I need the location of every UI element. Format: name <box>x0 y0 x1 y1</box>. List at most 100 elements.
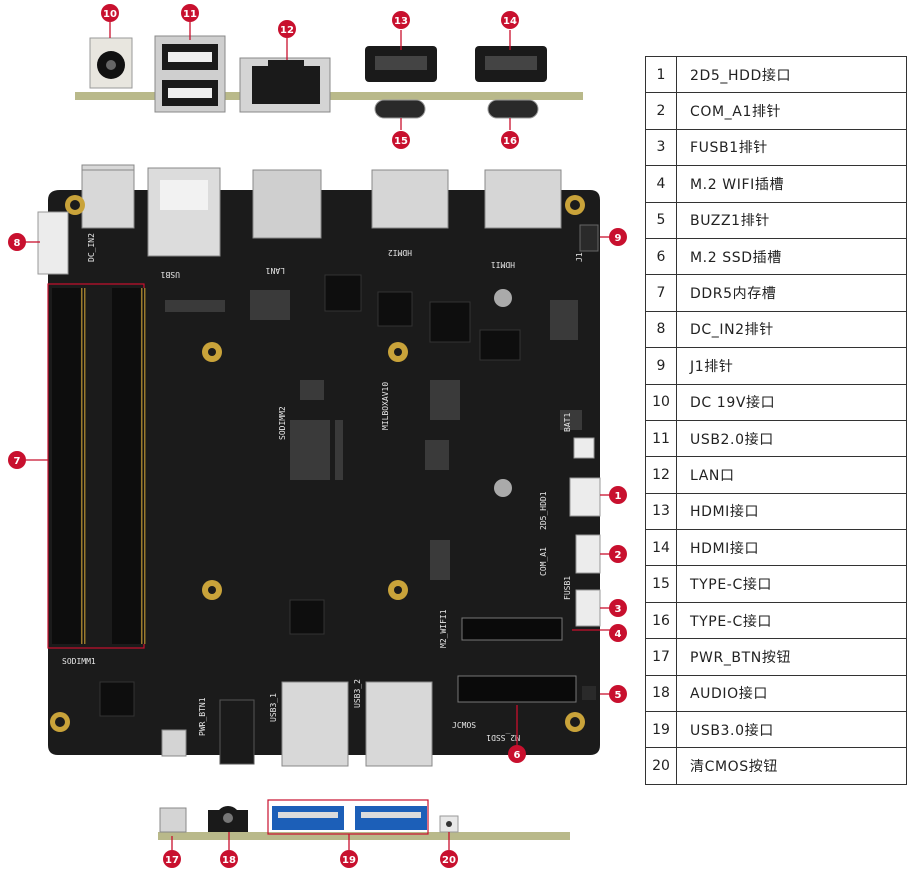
legend-num: 1 <box>645 55 677 94</box>
legend-label: TYPE-C接口 <box>676 601 907 640</box>
legend-label: TYPE-C接口 <box>676 565 907 603</box>
legend-label: 2D5_HDD接口 <box>676 55 907 94</box>
svg-text:14: 14 <box>503 16 517 27</box>
svg-text:15: 15 <box>394 136 408 147</box>
silk-com: COM_A1 <box>539 547 548 576</box>
marker-2: 2 <box>609 545 627 563</box>
svg-text:18: 18 <box>222 855 236 866</box>
silk-j1: J1 <box>575 252 584 262</box>
silk-lan: LAN1 <box>266 266 285 275</box>
silk-hdd: 2D5_HDD1 <box>539 491 548 530</box>
legend-label: BUZZ1排针 <box>676 201 907 239</box>
type-c-port-2 <box>487 99 539 119</box>
bottom-io-strip <box>158 799 570 840</box>
top-io-strip <box>75 35 583 119</box>
silk-hdmi1: HDMI1 <box>491 260 515 269</box>
legend-label: PWR_BTN按钮 <box>676 638 907 676</box>
silk-pwr: PWR_BTN1 <box>198 697 207 736</box>
svg-text:6: 6 <box>514 750 521 761</box>
legend-num: 9 <box>645 347 677 385</box>
fusb-header <box>575 589 601 627</box>
legend-num: 10 <box>645 383 677 421</box>
legend-num: 16 <box>645 601 677 640</box>
chip <box>479 329 521 361</box>
svg-text:5: 5 <box>615 690 622 701</box>
ddr5-slots <box>47 283 146 649</box>
legend-label: DC 19V接口 <box>676 383 907 421</box>
audio-jack <box>208 806 248 832</box>
legend-label: M.2 SSD插槽 <box>676 237 907 276</box>
silk-hdmi2: HDMI2 <box>388 248 412 257</box>
legend-num: 11 <box>645 419 677 458</box>
svg-text:13: 13 <box>394 16 408 27</box>
marker-9: 9 <box>609 228 627 246</box>
svg-text:3: 3 <box>615 604 622 615</box>
silk-model: MILBOXAV10 <box>381 382 390 430</box>
m2-ssd-slot <box>457 675 577 703</box>
silk-usb3-2: USB3_2 <box>353 679 362 708</box>
legend-label: HDMI接口 <box>676 529 907 567</box>
marker-13: 13 <box>392 11 410 29</box>
legend-num: 14 <box>645 529 677 567</box>
hdmi-port-2 <box>475 46 547 82</box>
marker-19: 19 <box>340 850 358 868</box>
svg-text:19: 19 <box>342 855 356 866</box>
silk-dcin: DC_IN2 <box>87 233 96 262</box>
legend-num: 6 <box>645 237 677 276</box>
silk-jcmos: JCMOS <box>452 721 476 730</box>
bat-connector <box>573 437 595 459</box>
legend-num: 15 <box>645 565 677 603</box>
legend-label: USB2.0接口 <box>676 419 907 458</box>
chip <box>99 681 135 717</box>
svg-text:17: 17 <box>165 855 179 866</box>
hdd-header <box>569 477 601 517</box>
legend-label: FUSB1排针 <box>676 128 907 167</box>
marker-6: 6 <box>508 745 526 763</box>
legend-num: 17 <box>645 638 677 676</box>
marker-5: 5 <box>609 685 627 703</box>
legend-label: HDMI接口 <box>676 492 907 531</box>
lan-port <box>239 57 331 113</box>
legend-label: M.2 WIFI插槽 <box>676 165 907 203</box>
chip <box>324 274 362 312</box>
svg-text:11: 11 <box>183 9 197 20</box>
hdmi-port-1 <box>365 46 437 82</box>
svg-text:9: 9 <box>615 233 622 244</box>
silk-usb3-1: USB3_1 <box>269 693 278 722</box>
legend-label: DDR5内存槽 <box>676 274 907 312</box>
svg-text:4: 4 <box>615 629 622 640</box>
marker-20: 20 <box>440 850 458 868</box>
silk-m2-ssd: M2_SSD1 <box>486 733 520 742</box>
legend-num: 7 <box>645 274 677 312</box>
dc-in2-header <box>37 211 69 275</box>
silk-m2-wifi: M2_WIFI1 <box>439 609 448 648</box>
main-board: SODIMM2 MILBOXAV10 SODIMM1 USB3_1 USB3_2… <box>37 164 601 767</box>
leader-lines <box>25 22 610 850</box>
pwr-button <box>159 807 187 833</box>
legend-num: 8 <box>645 310 677 349</box>
silk-fusb: FUSB1 <box>563 576 572 600</box>
marker-16: 16 <box>501 131 519 149</box>
legend-label: AUDIO接口 <box>676 674 907 713</box>
marker-8: 8 <box>8 233 26 251</box>
svg-text:10: 10 <box>103 9 117 20</box>
chip <box>377 291 413 327</box>
svg-text:2: 2 <box>615 550 622 561</box>
svg-text:1: 1 <box>615 491 622 502</box>
m2-wifi-slot <box>461 617 563 641</box>
j1-header <box>579 224 599 252</box>
marker-7: 7 <box>8 451 26 469</box>
